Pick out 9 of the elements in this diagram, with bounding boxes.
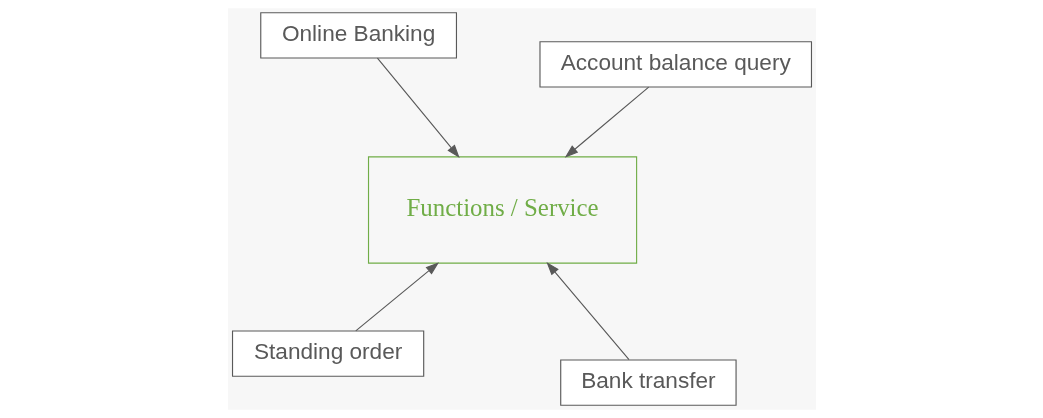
- node-box: Functions / Service: [367, 156, 637, 264]
- node-box: Account balance query: [538, 41, 812, 88]
- node-box: Online Banking: [259, 12, 457, 59]
- arrow: [354, 262, 439, 332]
- arrow: [564, 86, 649, 158]
- arrow: [376, 57, 460, 158]
- arrow: [545, 261, 630, 361]
- node-box: Bank transfer: [559, 359, 737, 406]
- node-box: Standing order: [231, 330, 424, 377]
